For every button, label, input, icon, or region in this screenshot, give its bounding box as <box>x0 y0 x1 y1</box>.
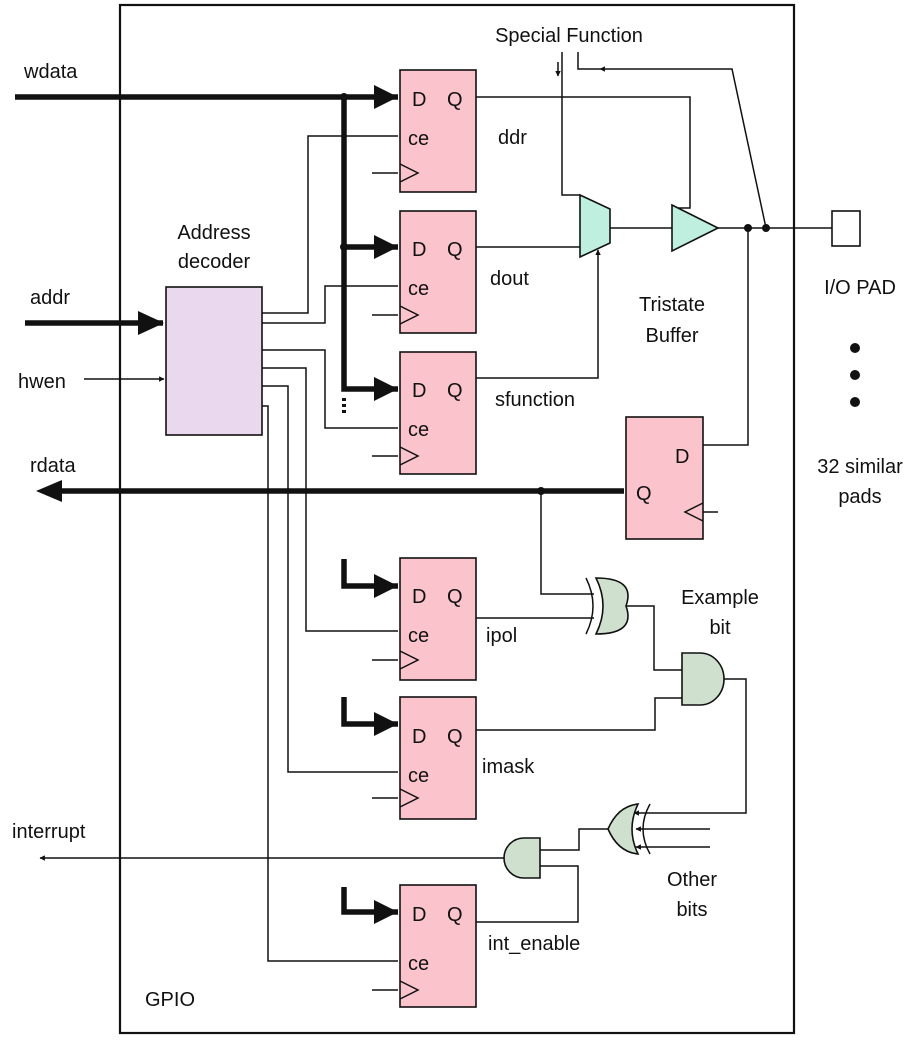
tristate-buffer <box>671 203 720 253</box>
tristate-label-line1: Tristate <box>639 294 705 316</box>
ipol-q-pin: Q <box>447 586 463 608</box>
ce-wire-sfunction <box>262 349 398 429</box>
ellipsis-dot-1 <box>850 343 860 353</box>
sfunction-d-pin: D <box>412 380 426 402</box>
register-sfunction: D Q ce <box>399 351 477 475</box>
io-pad-label: I/O PAD <box>824 277 896 299</box>
hwen-label: hwen <box>18 371 66 393</box>
or-gate <box>607 803 651 855</box>
junction-wdata <box>340 93 348 101</box>
special-function-label: Special Function <box>495 25 643 47</box>
similar-pads-line2: pads <box>838 486 881 508</box>
decoder-label-line2: decoder <box>178 251 251 273</box>
gpio-block-border <box>118 3 796 1035</box>
ce-wire-int-enable <box>262 405 398 962</box>
sfunction-q-pin: Q <box>447 380 463 402</box>
ddr-label: ddr <box>498 127 527 149</box>
ce-wire-dout <box>262 285 398 324</box>
rdata-tap-to-xor <box>540 491 594 595</box>
imask-label: imask <box>482 756 535 778</box>
register-imask: D Q ce <box>399 696 477 820</box>
int-enable-label: int_enable <box>488 933 580 955</box>
register-dout: D Q ce <box>399 210 477 334</box>
ipol-label: ipol <box>486 625 517 647</box>
ce-wire-ddr <box>262 135 398 314</box>
gpio-label: GPIO <box>145 989 195 1011</box>
ce-wire-imask <box>262 385 398 773</box>
junction-dout <box>340 243 348 251</box>
sfunction-label: sfunction <box>495 389 575 411</box>
junction-pad-feedback <box>762 224 770 232</box>
pad-feedback-wire <box>599 66 767 229</box>
decoder-label-line1: Address <box>177 222 250 244</box>
ipol-d-pin: D <box>412 586 426 608</box>
dout-ce-pin: ce <box>408 278 429 300</box>
dout-d-pin: D <box>412 239 426 261</box>
junction-rdata <box>537 487 545 495</box>
interrupt-label: interrupt <box>12 821 86 843</box>
ddr-enable-wire <box>476 96 691 209</box>
addr-label: addr <box>30 287 70 309</box>
io-pad <box>831 210 861 247</box>
junction-pad-input <box>744 224 752 232</box>
arrow-ipol-d <box>374 574 398 598</box>
special-function-wire <box>561 52 580 196</box>
int-enable-to-and-wire <box>476 865 579 923</box>
sfunction-ce-pin: ce <box>408 419 429 441</box>
imask-q-pin: Q <box>447 726 463 748</box>
input-ff-d-pin: D <box>675 446 689 468</box>
int-enable-ce-pin: ce <box>408 953 429 975</box>
example-bit-line1: Example <box>681 587 759 609</box>
dout-label: dout <box>490 268 529 290</box>
and-gate-interrupt <box>503 837 541 879</box>
ellipsis-dot-2 <box>850 370 860 380</box>
wdata-label: wdata <box>23 61 78 83</box>
dout-q-pin: Q <box>447 239 463 261</box>
tristate-label-line2: Buffer <box>646 325 699 347</box>
arrow-imask-d <box>374 712 398 736</box>
rdata-label: rdata <box>30 455 76 477</box>
address-decoder <box>165 286 263 436</box>
similar-pads-line1: 32 similar <box>817 456 903 478</box>
arrow-ddr-d <box>374 85 398 109</box>
pad-to-input-ff-wire <box>703 228 749 446</box>
ellipsis-dot-3 <box>850 397 860 407</box>
ddr-ce-pin: ce <box>408 128 429 150</box>
imask-d-pin: D <box>412 726 426 748</box>
special-function-mux <box>579 193 611 259</box>
ddr-q-pin: Q <box>447 89 463 111</box>
imask-ce-pin: ce <box>408 765 429 787</box>
register-ipol: D Q ce <box>399 557 477 681</box>
other-bits-line1: Other <box>667 869 717 891</box>
example-bit-line2: bit <box>709 617 731 639</box>
other-bits-line2: bits <box>676 899 707 921</box>
special-function-return <box>577 52 600 70</box>
register-int-enable: D Q ce <box>399 884 477 1008</box>
arrow-sfunction-d <box>374 377 398 401</box>
imask-to-and-wire <box>476 697 682 731</box>
arrow-dout-d <box>374 235 398 259</box>
int-enable-q-pin: Q <box>447 904 463 926</box>
arrow-int-enable-d <box>374 900 398 924</box>
register-ddr: D Q ce <box>399 69 477 193</box>
int-enable-d-pin: D <box>412 904 426 926</box>
register-input-sample: D Q <box>625 416 704 540</box>
arrow-rdata <box>36 480 62 502</box>
and-gate-example-bit <box>681 652 725 706</box>
ipol-ce-pin: ce <box>408 625 429 647</box>
sfunction-select-wire <box>476 249 601 379</box>
or-to-and-wire <box>540 828 608 851</box>
xor-gate <box>585 577 629 635</box>
ddr-d-pin: D <box>412 89 426 111</box>
arrow-addr <box>138 311 164 335</box>
and-to-or-wire <box>633 678 747 816</box>
ce-wire-ipol <box>262 367 398 632</box>
input-ff-q-pin: Q <box>636 483 652 505</box>
xor-to-and-wire <box>626 605 682 671</box>
